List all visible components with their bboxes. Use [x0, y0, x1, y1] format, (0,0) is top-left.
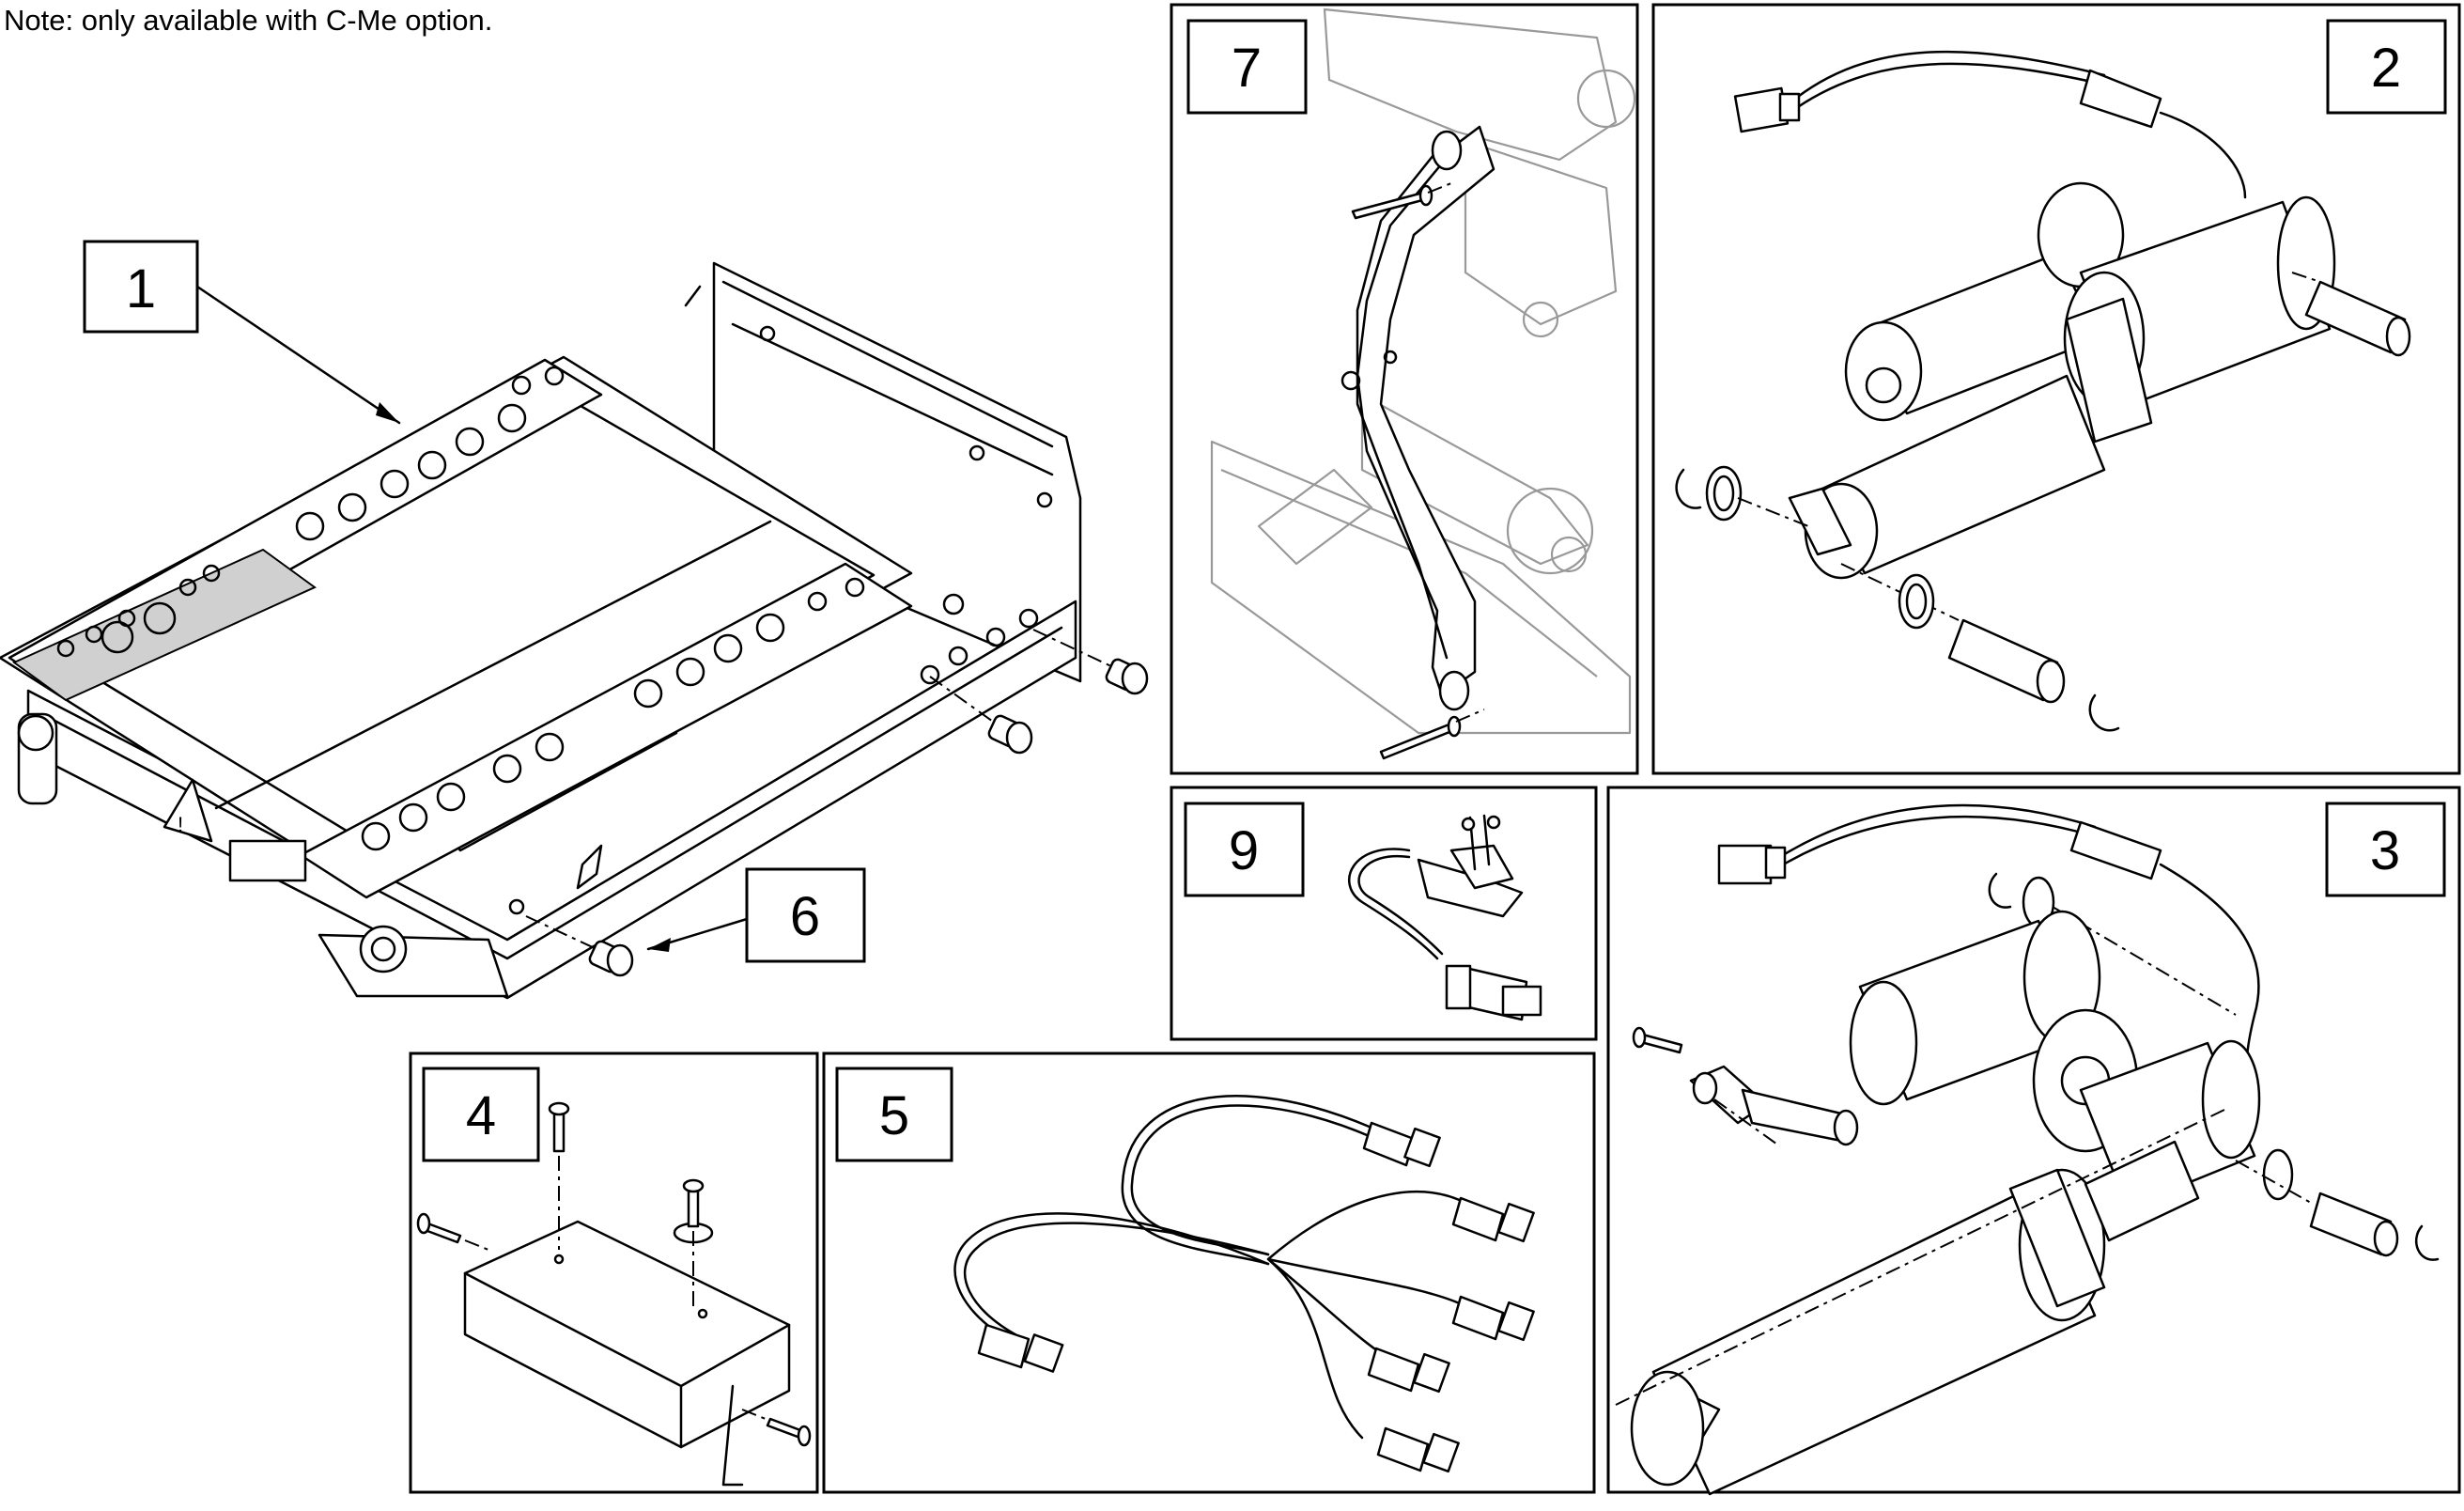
- panel-9: 9: [1170, 786, 1598, 1041]
- panel-3: 3: [1606, 786, 2461, 1496]
- panel-4: 4: [409, 1051, 819, 1494]
- panel-7: 7: [1170, 3, 1639, 775]
- callout-box-9: [1184, 802, 1305, 897]
- callout-label-2: 2: [2371, 38, 2401, 99]
- callout-box-6: [745, 867, 866, 963]
- callout-label-6: 6: [790, 886, 820, 947]
- seat-lift-assembly: !: [0, 261, 1149, 1000]
- callout-box-5: [835, 1067, 953, 1162]
- screw-6: [525, 629, 1149, 977]
- callout-box-7: [1186, 19, 1308, 115]
- callout-label-9: 9: [1229, 820, 1259, 881]
- svg-text:!: !: [178, 813, 183, 836]
- callout-label-3: 3: [2370, 820, 2400, 881]
- callout-box-4: [422, 1067, 540, 1162]
- callout-box-1: [83, 240, 199, 334]
- callout-label-5: 5: [879, 1085, 909, 1146]
- callout-label-7: 7: [1232, 38, 1262, 99]
- panel-2: 2: [1651, 3, 2461, 775]
- callout-box-2: [2326, 19, 2447, 115]
- panel-5: 5: [822, 1051, 1596, 1494]
- callout-box-3: [2325, 802, 2446, 897]
- callout-label-1: 1: [126, 258, 156, 319]
- callout-label-4: 4: [466, 1085, 496, 1146]
- note-text: Note: only available with C-Me option.: [4, 4, 493, 37]
